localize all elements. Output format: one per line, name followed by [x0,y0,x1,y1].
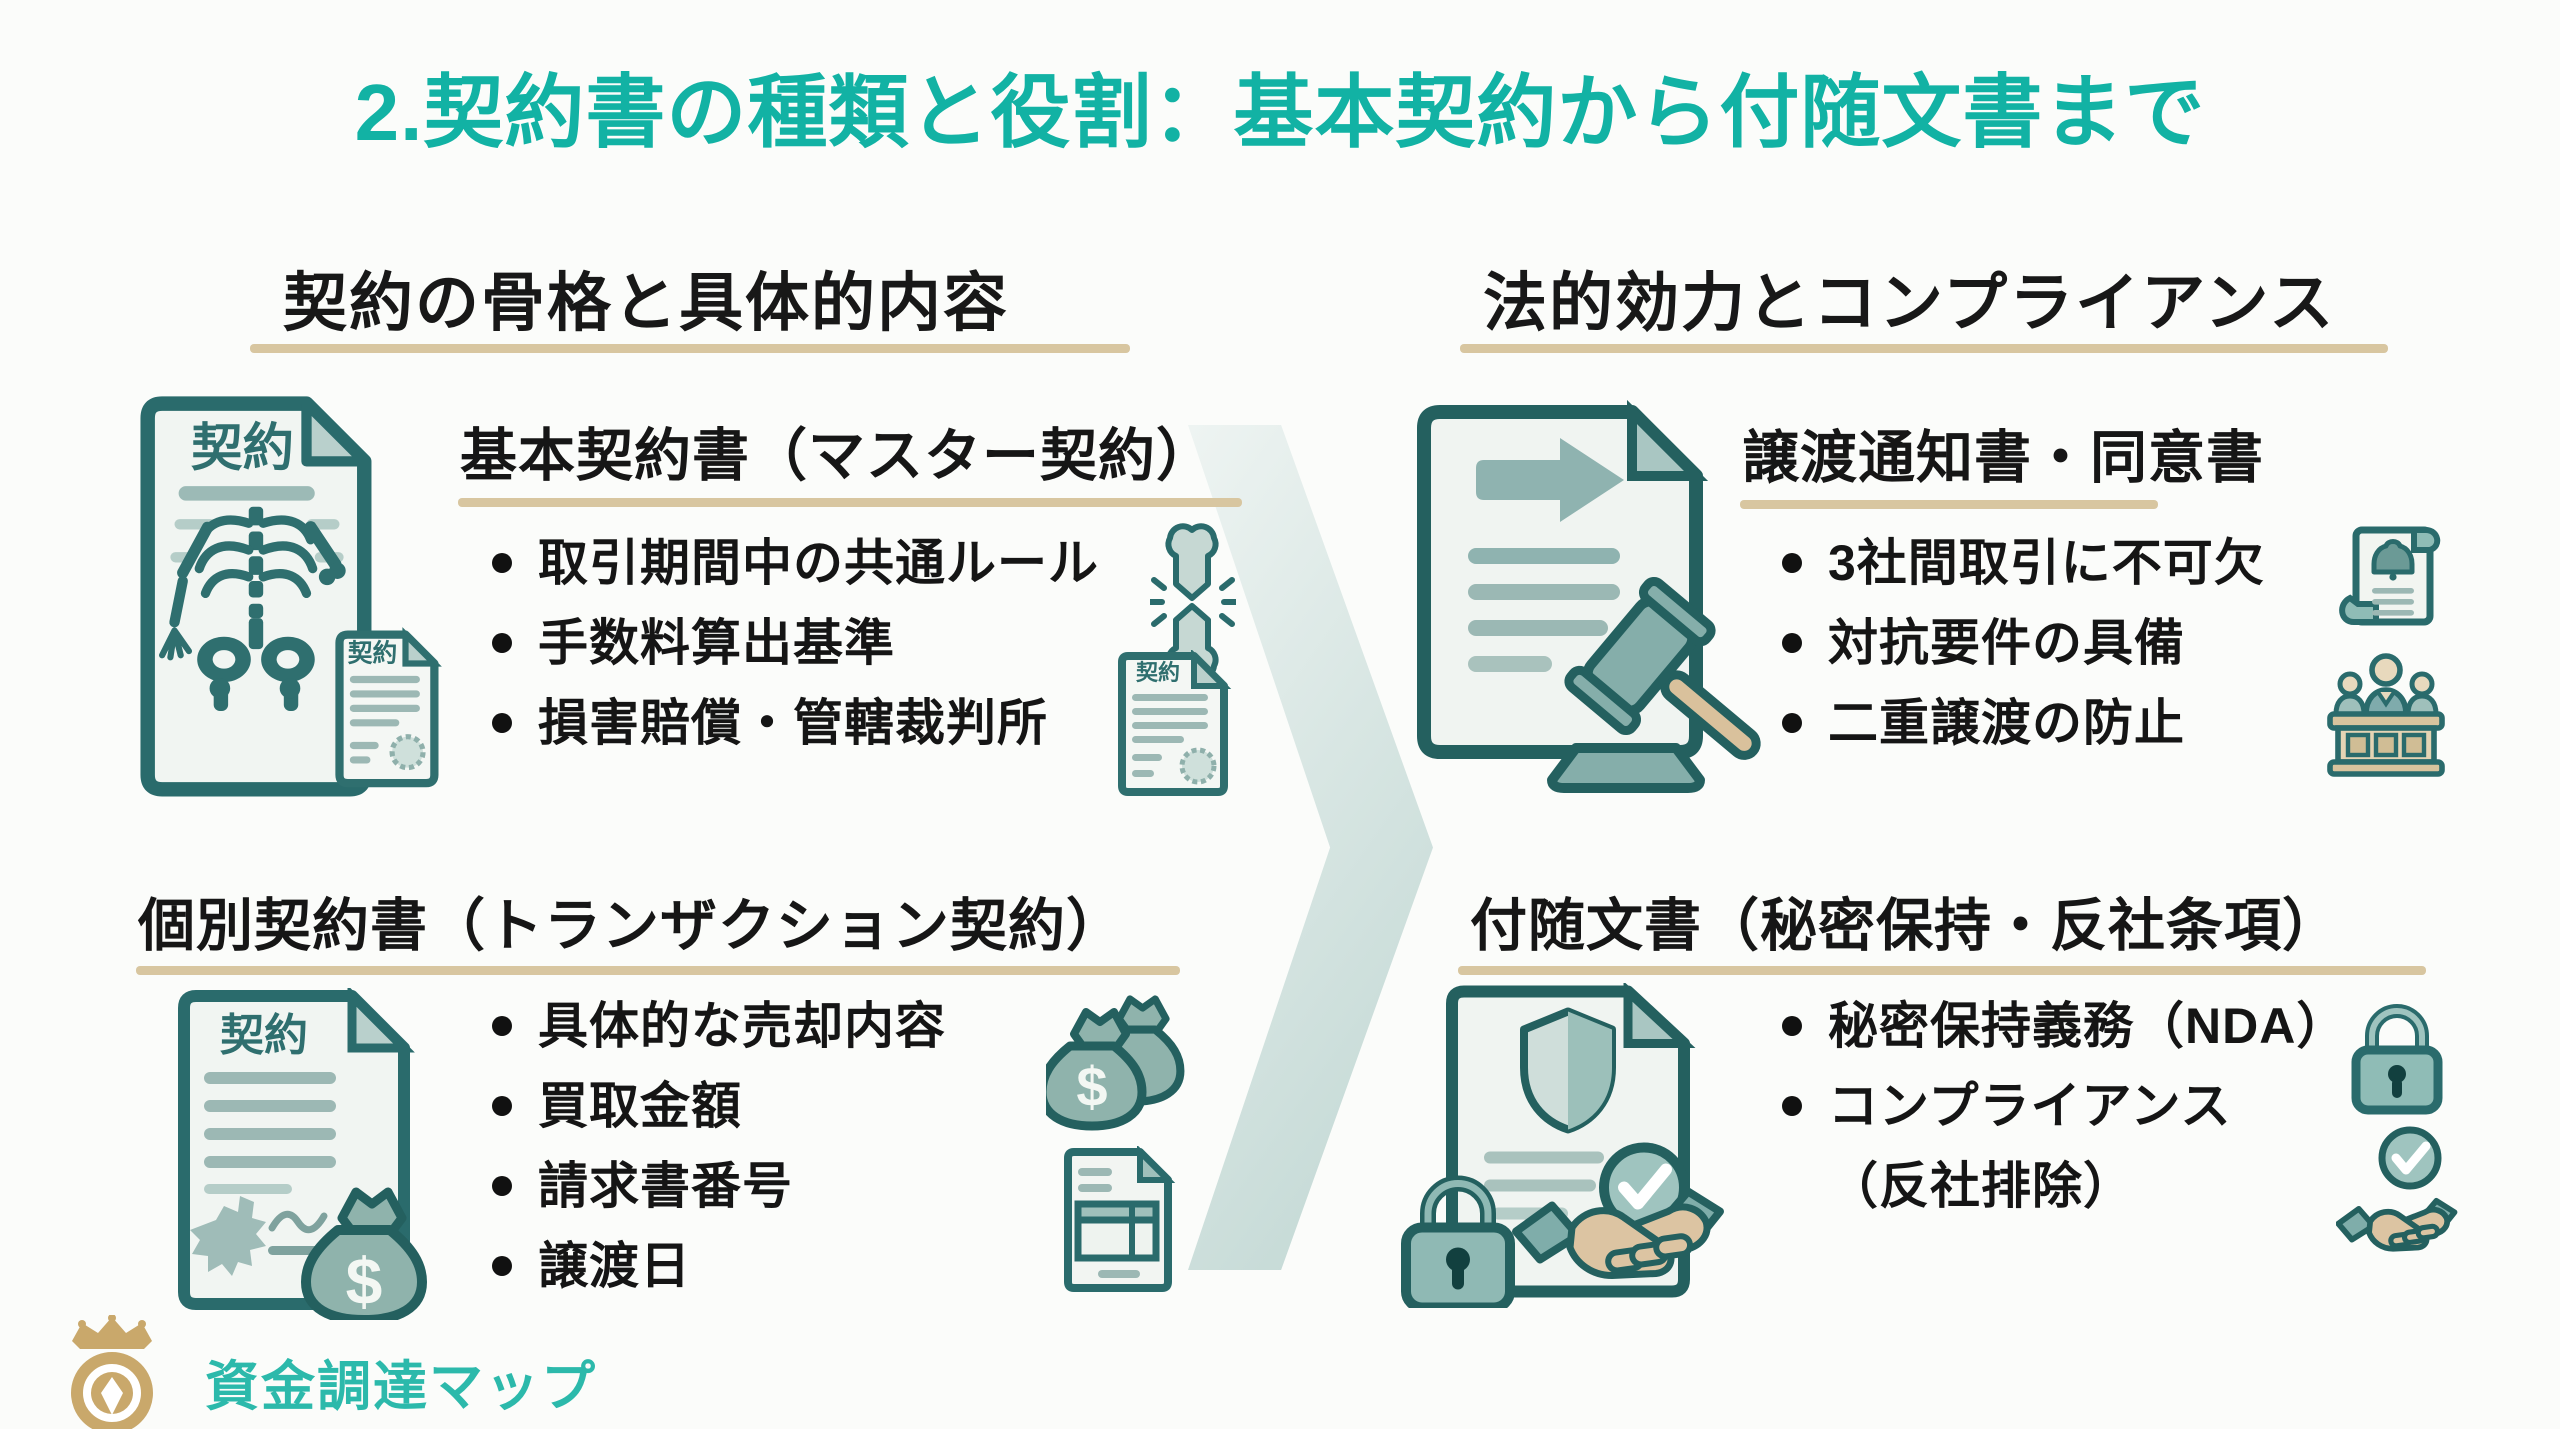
handshake-fingers [1605,1233,1694,1274]
bullet-dot [492,1176,512,1196]
crown-glyph [72,1317,152,1349]
small-contract-doc: 契約 [335,627,442,788]
section-ancillary-bullets: 秘密保持義務（NDA） コンプライアンス （反社排除） [1782,995,2347,1235]
list-item: 対抗要件の具備 [1782,612,2265,674]
signature-squiggle [268,1210,328,1234]
bullet-text: 取引期間中の共通ルール [538,535,1099,591]
list-item-continuation: （反社排除） [1782,1155,2347,1217]
money-bags-icon: $ [1046,995,1185,1131]
section-master-underline [458,498,1242,507]
list-item: 手数料算出基準 [492,612,1099,674]
list-item: 秘密保持義務（NDA） [1782,995,2347,1057]
bullet-text: 3社間取引に不可欠 [1828,535,2265,591]
padlock-glyph [1401,1175,1515,1308]
bullet-dot [492,553,512,573]
list-item: 3社間取引に不可欠 [1782,532,2265,594]
bullet-text: 手数料算出基準 [538,615,895,671]
break-spark-lines [1150,577,1236,627]
list-item: 取引期間中の共通ルール [492,532,1099,594]
list-item: 損害賠償・管轄裁判所 [492,692,1099,754]
doc-label-text: 契約 [220,1011,308,1060]
bullet-dot [1782,553,1802,573]
bullet-dot [1782,713,1802,733]
handshake-glyph [1512,1187,1724,1279]
doc-label-text: 契約 [191,419,294,477]
bullet-text: 具体的な売却内容 [538,998,946,1054]
dollar-symbol: $ [346,1244,383,1318]
contract-moneybag-document-icon: 契約 $ [178,988,427,1320]
right-column-header: 法的効力とコンプライアンス [1483,267,2336,339]
money-bag-front: $ [1046,1008,1147,1131]
list-item: 請求書番号 [492,1155,946,1217]
skeleton-graphic [159,506,346,711]
bullet-text: 秘密保持義務（NDA） [1828,998,2348,1054]
bullet-dot [492,1256,512,1276]
gavel-base [1547,743,1705,793]
doc-label-text: 契約 [1135,660,1180,685]
list-item: 譲渡日 [492,1235,946,1297]
left-column-header: 契約の骨格と具体的内容 [283,267,1009,339]
bullet-dot [492,1016,512,1036]
bullet-dot [492,633,512,653]
handshake-glyph [2336,1197,2458,1252]
bullet-dot [1782,633,1802,653]
list-item: コンプライアンス [1782,1075,2347,1137]
transfer-document-gavel-icon [1417,400,1761,793]
section-master-bullets: 取引期間中の共通ルール 手数料算出基準 損害賠償・管轄裁判所 [492,532,1099,772]
bullet-text: 買取金額 [538,1078,742,1134]
bullet-dot [1782,1096,1802,1116]
bullet-text: コンプライアンス [1828,1078,2232,1134]
right-arrow-glyph [1476,438,1624,522]
doc-label-text: 契約 [348,638,398,667]
bullet-text: 対抗要件の具備 [1828,615,2185,671]
bullet-dot [1782,1016,1802,1036]
section-master-title: 基本契約書（マスター契約） [460,424,1214,488]
dollar-symbol: $ [1076,1055,1107,1118]
bullet-text: 譲渡日 [538,1238,691,1294]
bullet-text: 損害賠償・管轄裁判所 [538,695,1048,751]
court-bench-icon [2327,653,2445,777]
contract-skeleton-document-icon: 契約 [140,396,442,797]
small-contract-seal-icon: 契約 [1118,650,1232,796]
section-ancillary-underline [1458,966,2426,975]
section-notice-title: 譲渡通知書・同意書 [1742,426,2264,490]
list-item: 二重譲渡の防止 [1782,692,2265,754]
page-title: 2.契約書の種類と役割：基本契約から付随文書まで [354,68,2206,157]
list-item: 具体的な売却内容 [492,995,946,1057]
right-column-underline [1460,344,2388,353]
shield-document-compliance-icon [1401,983,1724,1308]
section-notice-bullets: 3社間取引に不可欠 対抗要件の具備 二重譲渡の防止 [1782,532,2265,772]
pen-nib-glyph [101,1377,123,1415]
seal-rosette [190,1196,266,1276]
left-column-underline [250,344,1130,353]
section-ancillary-title: 付随文書（秘密保持・反社条項） [1470,894,2340,958]
section-notice-underline [1740,500,2158,509]
bullet-text: 請求書番号 [538,1158,793,1214]
compliance-handshake-check-icon [2336,1126,2458,1252]
logo-pin-crown-icon [71,1315,153,1429]
section-individual-underline [136,966,1180,975]
bullet-dot [492,713,512,733]
bullet-text: 二重譲渡の防止 [1828,695,2185,751]
notice-scroll-bell-icon [2339,526,2441,626]
nda-lock-icon [2351,1004,2443,1115]
gavel [1564,576,1761,760]
bell-glyph [2371,539,2415,581]
invoice-document-icon [1064,1146,1176,1292]
logo-text: 資金調達マップ [205,1357,597,1417]
bullet-text: （反社排除） [1828,1158,2134,1214]
section-individual-bullets: 具体的な売却内容 買取金額 請求書番号 譲渡日 [492,995,946,1315]
list-item: 買取金額 [492,1075,946,1137]
section-individual-title: 個別契約書（トランザクション契約） [138,894,1124,958]
shield-glyph [1520,1007,1616,1134]
bullet-dot [492,1096,512,1116]
